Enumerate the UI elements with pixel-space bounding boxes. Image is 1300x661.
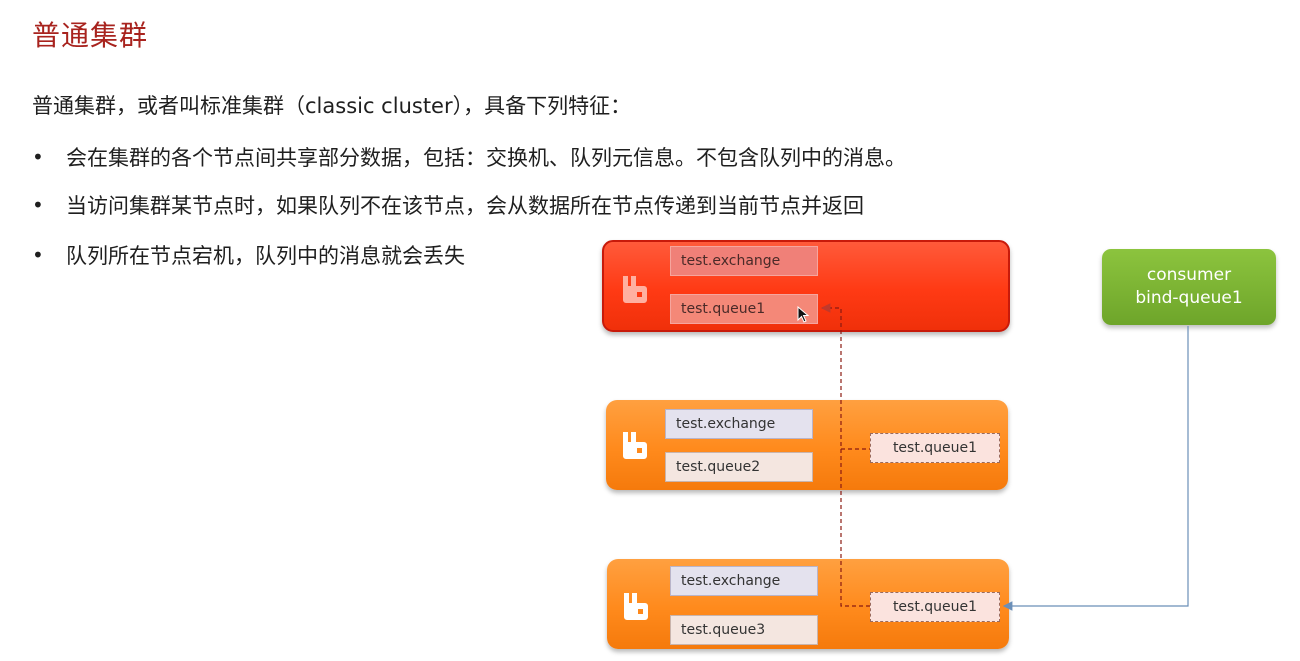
bullet-text: 会在集群的各个节点间共享部分数据，包括：交换机、队列元信息。不包含队列中的消息。 [66, 146, 906, 170]
cluster-node-2: test.exchange test.queue2 test.queue1 [606, 400, 1008, 490]
intro-text: 普通集群，或者叫标准集群（classic cluster），具备下列特征： [32, 94, 632, 118]
consumer-binding: bind-queue1 [1135, 288, 1243, 308]
page-title: 普通集群 [32, 19, 149, 52]
bullet-text: 队列所在节点宕机，队列中的消息就会丢失 [66, 244, 465, 268]
bullet-marker: • [32, 145, 44, 169]
bullet-item: • 当访问集群某节点时，如果队列不在该节点，会从数据所在节点传递到当前节点并返回 [32, 190, 864, 220]
rabbitmq-icon [624, 593, 648, 620]
bullet-text: 当访问集群某节点时，如果队列不在该节点，会从数据所在节点传递到当前节点并返回 [66, 194, 864, 218]
consumer-box: consumer bind-queue1 [1102, 249, 1276, 325]
queue-box: test.queue1 [670, 294, 818, 324]
consumer-link [1002, 326, 1189, 611]
bullet-item: • 会在集群的各个节点间共享部分数据，包括：交换机、队列元信息。不包含队列中的消… [32, 142, 906, 172]
remote-queue-box: test.queue1 [870, 592, 1000, 622]
remote-queue-box: test.queue1 [870, 433, 1000, 463]
exchange-box: test.exchange [665, 409, 813, 439]
bullet-marker: • [32, 243, 44, 267]
cluster-node-3: test.exchange test.queue3 test.queue1 [607, 559, 1009, 649]
bullet-marker: • [32, 193, 44, 217]
consumer-label: consumer [1146, 265, 1232, 285]
queue-box: test.queue2 [665, 452, 813, 482]
queue-box: test.queue3 [670, 615, 818, 645]
rabbitmq-icon [623, 432, 647, 459]
exchange-box: test.exchange [670, 246, 818, 276]
cluster-node-1: test.exchange test.queue1 [602, 240, 1010, 332]
bullet-item: • 队列所在节点宕机，队列中的消息就会丢失 [32, 240, 465, 270]
rabbitmq-icon [623, 276, 647, 303]
mouse-pointer-icon [797, 306, 810, 323]
exchange-box: test.exchange [670, 566, 818, 596]
